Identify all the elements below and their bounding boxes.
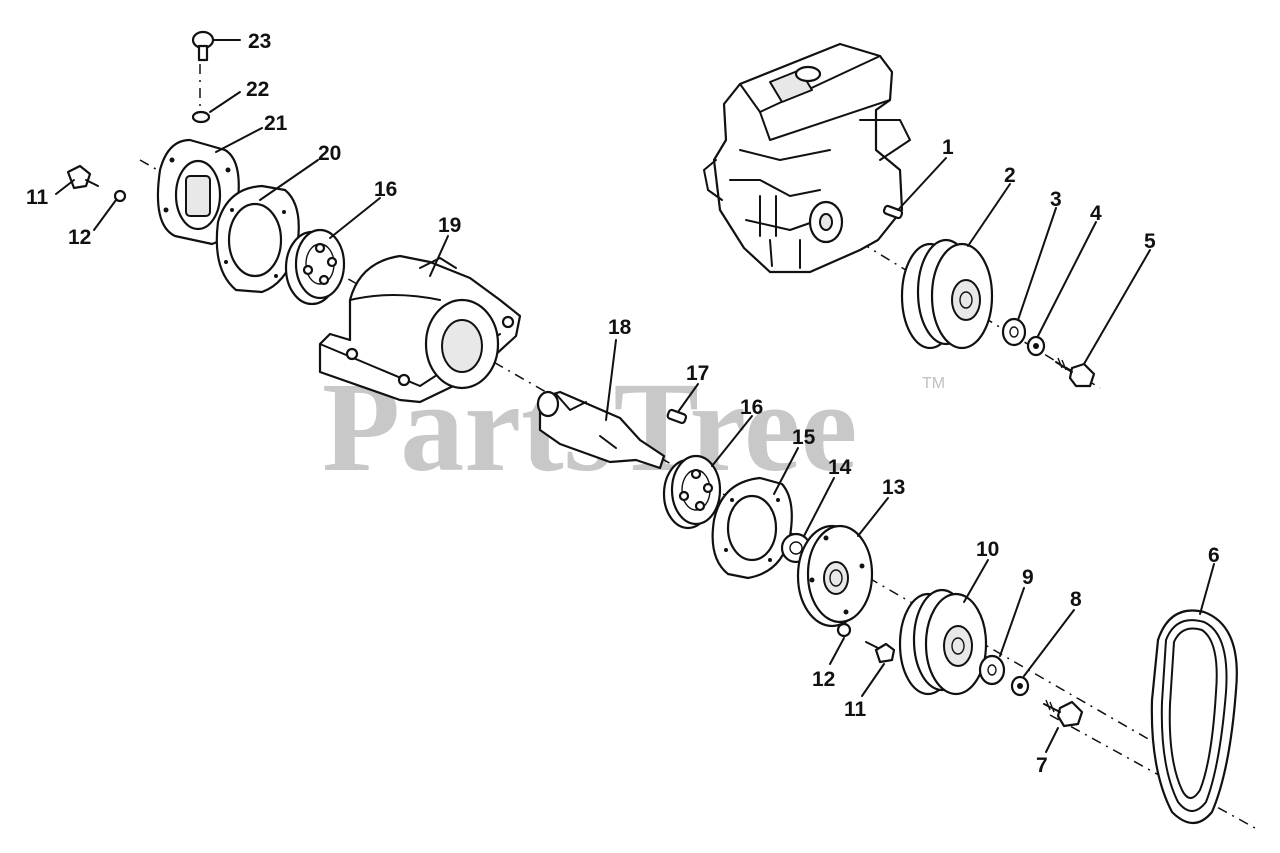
- part-16-bearing-upper: [284, 228, 346, 306]
- part-12-nut-left: [113, 189, 127, 203]
- part-19-pump-housing: [318, 254, 522, 404]
- callout-22: 22: [246, 78, 269, 101]
- callout-19: 19: [438, 214, 461, 237]
- callout-12-lower: 12: [812, 668, 835, 691]
- callout-16-upper: 16: [374, 178, 397, 201]
- part-11-bolt-left: [66, 164, 99, 190]
- callout-16-lower: 16: [740, 396, 763, 419]
- part-11-bolt-lower: [865, 641, 896, 664]
- callout-20: 20: [318, 142, 341, 165]
- part-16-bearing-lower: [662, 454, 722, 530]
- callout-9: 9: [1022, 566, 1034, 589]
- part-18-impeller-shaft: [536, 390, 666, 470]
- callout-18: 18: [608, 316, 632, 339]
- callout-13: 13: [882, 476, 905, 499]
- callout-8: 8: [1070, 588, 1082, 611]
- part-20-gasket: [215, 184, 300, 294]
- part-23-vent-cap: [191, 30, 215, 62]
- part-13-flange: [796, 524, 874, 628]
- callout-10: 10: [976, 538, 999, 561]
- part-15-gasket: [711, 476, 793, 580]
- callout-3: 3: [1050, 188, 1062, 211]
- part-5-bolt: [1055, 357, 1096, 388]
- callout-leaders: [55, 39, 1215, 753]
- part-4-lock-washer: [1026, 335, 1046, 357]
- part-3-washer: [1001, 317, 1027, 347]
- part-10-pump-pulley: [898, 588, 988, 696]
- callout-14: 14: [828, 456, 852, 479]
- callout-11-lower: 11: [844, 698, 867, 721]
- callout-numbers: 23 22 21 20 16 19 11 12 18 17 16 15 14 1…: [26, 30, 1220, 777]
- part-7-bolt: [1043, 699, 1084, 728]
- callout-2: 2: [1004, 164, 1016, 187]
- part-1-key: [882, 204, 904, 220]
- callout-6: 6: [1208, 544, 1220, 567]
- callout-11-left: 11: [26, 186, 49, 209]
- callout-23: 23: [248, 30, 271, 53]
- callout-12-left: 12: [68, 226, 91, 249]
- part-8-lock-washer: [1010, 675, 1030, 697]
- part-22-washer: [191, 110, 211, 124]
- callout-15: 15: [792, 426, 816, 449]
- part-9-washer: [978, 654, 1006, 686]
- callout-21: 21: [264, 112, 288, 135]
- part-6-v-belt: [1150, 609, 1238, 825]
- callout-4: 4: [1090, 202, 1102, 225]
- belt-axis: [1049, 714, 1256, 829]
- part-12-nut-lower: [836, 622, 852, 638]
- callout-5: 5: [1144, 230, 1156, 253]
- watermark-trademark: TM: [922, 375, 945, 392]
- engine: [703, 42, 911, 274]
- callout-1: 1: [942, 136, 954, 159]
- part-2-engine-pulley: [900, 238, 994, 350]
- callout-7: 7: [1036, 754, 1048, 777]
- callout-17: 17: [686, 362, 709, 385]
